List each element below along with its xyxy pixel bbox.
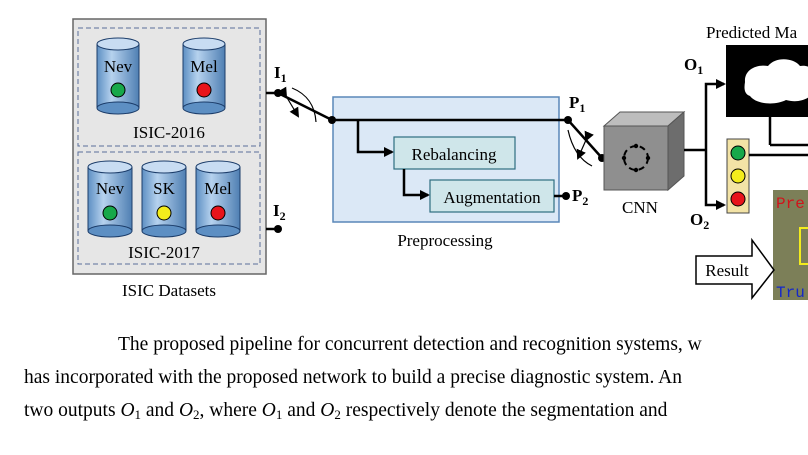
green-dot bbox=[102, 205, 118, 221]
input-label-i1: I1 bbox=[274, 63, 287, 85]
augmentation-box bbox=[429, 179, 555, 213]
red-dot bbox=[196, 82, 212, 98]
green-dot bbox=[730, 145, 746, 161]
result-image bbox=[773, 190, 808, 300]
cylinder-sk-2017: SK bbox=[141, 160, 187, 238]
path-label-p1: P1 bbox=[569, 93, 585, 115]
paragraph-line-1: The proposed pipeline for concurrent det… bbox=[118, 334, 702, 355]
output-label-o2: O2 bbox=[690, 210, 709, 232]
red-dot bbox=[730, 191, 746, 207]
pipeline-figure: Nev Mel ISIC-2016 Nev SK Mel ISIC-2017 I… bbox=[72, 18, 808, 300]
yellow-dot bbox=[730, 168, 746, 184]
cylinder-mel-2017: Mel bbox=[195, 160, 241, 238]
output-label-o1: O1 bbox=[684, 55, 703, 77]
preprocessing-caption: Preprocessing bbox=[397, 231, 493, 250]
cylinder-nev-2016: Nev bbox=[96, 37, 140, 115]
class-label: Nev bbox=[96, 179, 125, 198]
predicted-mask-label: Predicted Ma bbox=[706, 23, 798, 42]
class-label: Mel bbox=[204, 179, 232, 198]
isic2017-box bbox=[77, 151, 261, 265]
input-label-i2: I2 bbox=[273, 201, 286, 223]
mask-blob bbox=[744, 59, 808, 104]
path-node-p2 bbox=[562, 192, 570, 200]
class-label: Nev bbox=[104, 57, 133, 76]
class-label: SK bbox=[153, 179, 175, 198]
cnn-label: CNN bbox=[622, 198, 658, 217]
class-label: Mel bbox=[190, 57, 218, 76]
cylinder-nev-2017: Nev bbox=[87, 160, 133, 238]
augmentation-label: Augmentation bbox=[443, 188, 541, 207]
paragraph-line-2: has incorporated with the proposed netwo… bbox=[24, 367, 682, 388]
rebalancing-box bbox=[393, 136, 516, 170]
path-label-p2: P2 bbox=[572, 186, 588, 208]
isic2016-box bbox=[77, 27, 261, 147]
result-label: Result bbox=[705, 261, 749, 280]
cylinder-mel-2016: Mel bbox=[182, 37, 226, 115]
input-node-i2 bbox=[274, 225, 282, 233]
paragraph-line-3: two outputs O1 and O2, where O1 and O2 r… bbox=[24, 400, 668, 422]
true-text-fragment: Tru bbox=[776, 284, 805, 300]
result-arrow bbox=[695, 237, 775, 300]
green-dot bbox=[110, 82, 126, 98]
isic2017-label: ISIC-2017 bbox=[128, 243, 200, 262]
cnn-block bbox=[602, 110, 686, 192]
isic2016-label: ISIC-2016 bbox=[133, 123, 205, 142]
pred-text-fragment: Pre bbox=[776, 195, 805, 213]
datasets-caption: ISIC Datasets bbox=[122, 281, 216, 300]
rebalancing-label: Rebalancing bbox=[412, 145, 497, 164]
red-dot bbox=[210, 205, 226, 221]
yellow-dot bbox=[156, 205, 172, 221]
